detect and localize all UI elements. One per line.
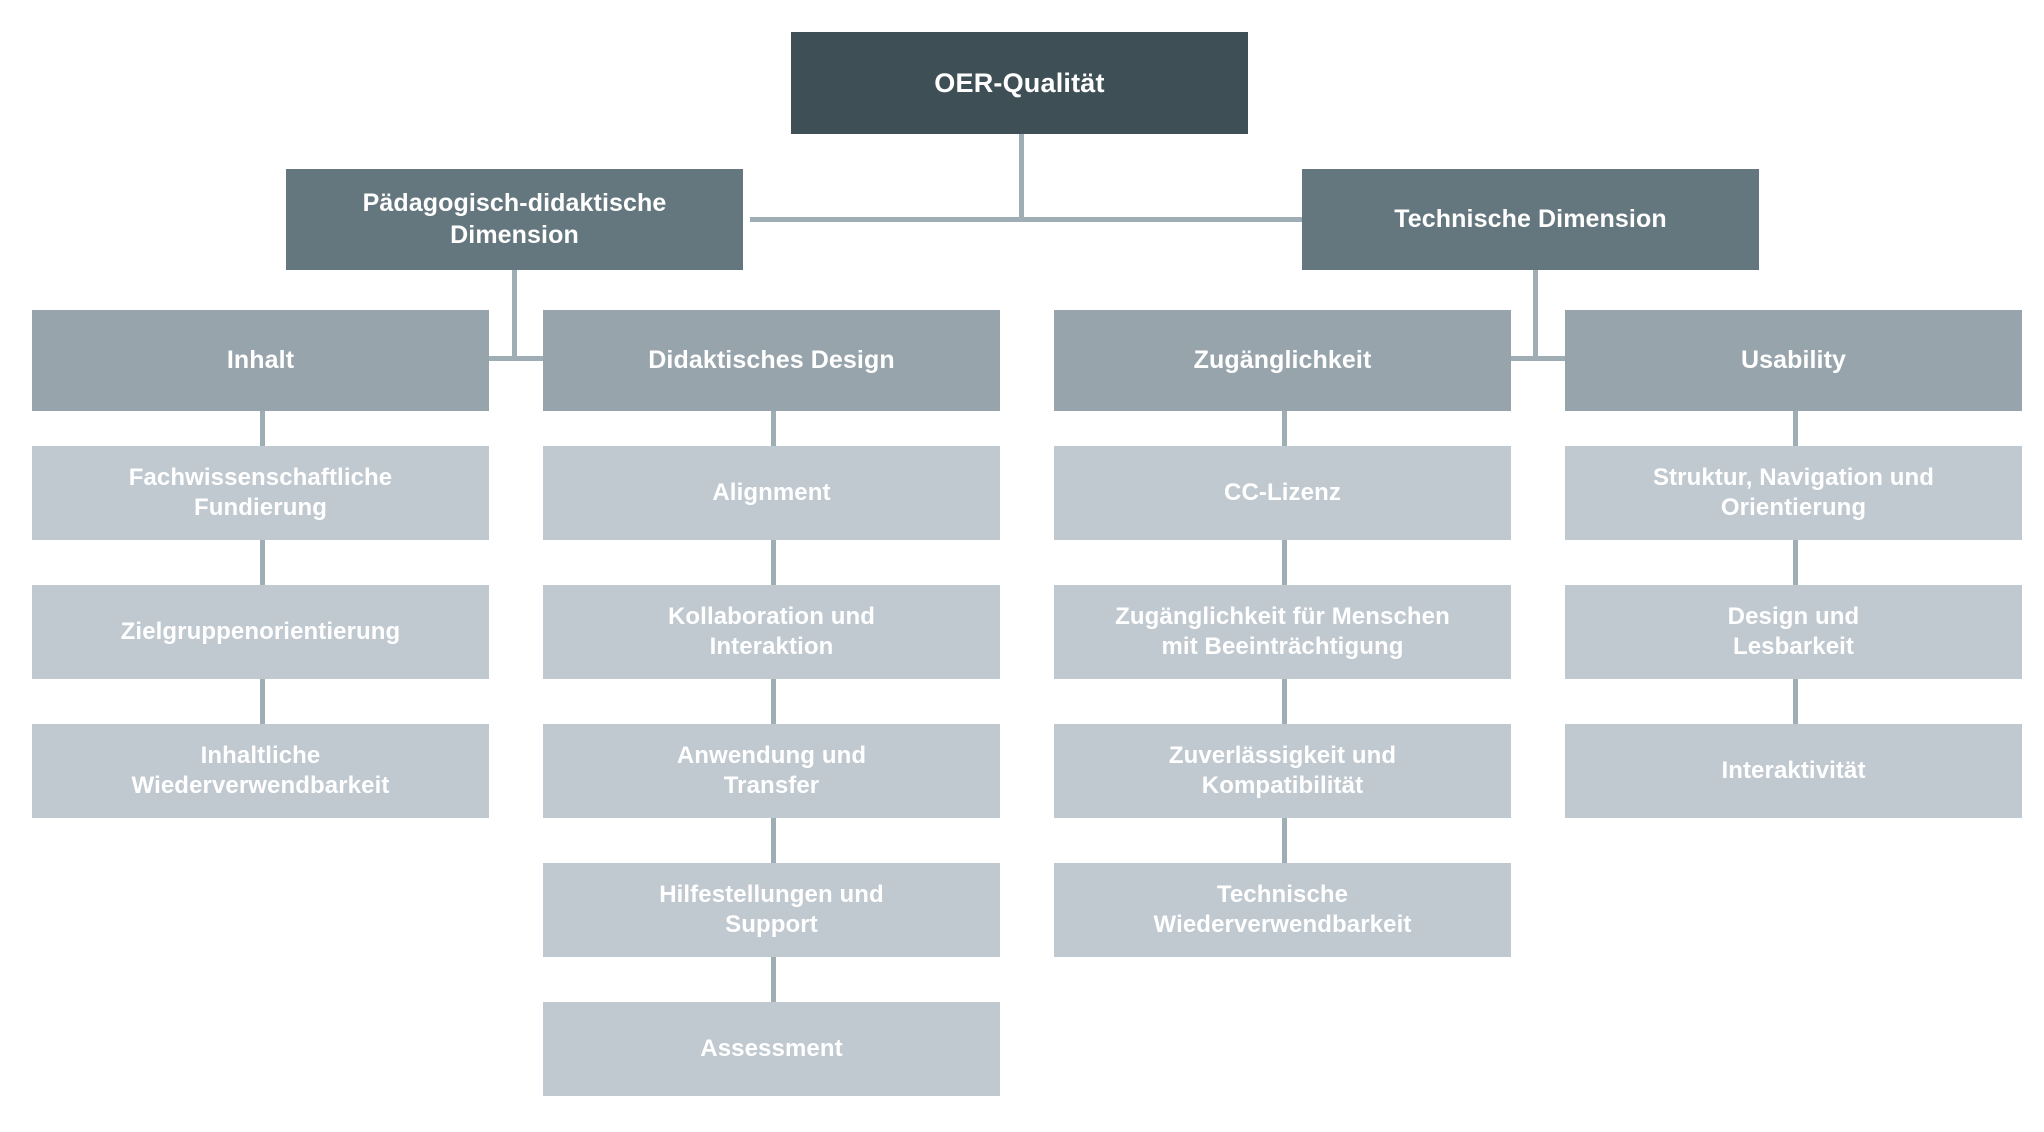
node-criterion-assessment[interactable]: Assessment bbox=[543, 1002, 1000, 1096]
node-label: Struktur, Navigation und Orientierung bbox=[1652, 463, 1935, 521]
node-criterion-zugaenglichkeit-beeintraechtigung[interactable]: Zugänglichkeit für Menschen mit Beeinträ… bbox=[1054, 585, 1511, 679]
connector-pedagogical-down bbox=[512, 270, 517, 359]
node-label: Kollaboration und Interaktion bbox=[667, 602, 875, 660]
node-criterion-hilfestellungen-und-support[interactable]: Hilfestellungen und Support bbox=[543, 863, 1000, 957]
node-label: Pädagogisch-didaktische Dimension bbox=[362, 189, 667, 249]
node-label: Technische Dimension bbox=[1394, 204, 1667, 233]
node-criterion-zuverlaessigkeit-und-kompatibilitaet[interactable]: Zuverlässigkeit und Kompatibilität bbox=[1054, 724, 1511, 818]
node-label: Alignment bbox=[712, 478, 831, 506]
node-label: Didaktisches Design bbox=[648, 345, 895, 374]
node-root-oer-qualitaet[interactable]: OER-Qualität bbox=[791, 32, 1248, 134]
node-criterion-struktur-navigation-orientierung[interactable]: Struktur, Navigation und Orientierung bbox=[1565, 446, 2022, 540]
connector-didaktik-4 bbox=[771, 815, 776, 866]
node-criterion-cc-lizenz[interactable]: CC-Lizenz bbox=[1054, 446, 1511, 540]
node-criterion-anwendung-und-transfer[interactable]: Anwendung und Transfer bbox=[543, 724, 1000, 818]
node-criterion-inhaltliche-wiederverwendbarkeit[interactable]: Inhaltliche Wiederverwendbarkeit bbox=[32, 724, 489, 818]
connector-technical-down bbox=[1533, 270, 1538, 359]
connector-technical-bus bbox=[1283, 356, 1783, 361]
connector-pedagogical-bus bbox=[262, 356, 762, 361]
connector-didaktik-2 bbox=[771, 537, 776, 588]
node-criterion-kollaboration-und-interaktion[interactable]: Kollaboration und Interaktion bbox=[543, 585, 1000, 679]
node-criterion-alignment[interactable]: Alignment bbox=[543, 446, 1000, 540]
connector-didaktik-5 bbox=[771, 954, 776, 1005]
connector-didaktik-3 bbox=[771, 676, 776, 727]
connector-dimension-bus bbox=[750, 217, 1308, 222]
node-criterion-design-und-lesbarkeit[interactable]: Design und Lesbarkeit bbox=[1565, 585, 2022, 679]
node-label: Zielgruppenorientierung bbox=[120, 617, 401, 645]
node-category-zugaenglichkeit[interactable]: Zugänglichkeit bbox=[1054, 310, 1511, 411]
node-dimension-paedagogisch-didaktisch[interactable]: Pädagogisch-didaktische Dimension bbox=[286, 169, 743, 270]
node-criterion-zielgruppenorientierung[interactable]: Zielgruppenorientierung bbox=[32, 585, 489, 679]
node-label: CC-Lizenz bbox=[1224, 478, 1341, 506]
node-dimension-technisch[interactable]: Technische Dimension bbox=[1302, 169, 1759, 270]
connector-zugaenglichkeit-4 bbox=[1282, 815, 1287, 866]
connector-root-down bbox=[1019, 134, 1024, 220]
node-label: Interaktivität bbox=[1721, 756, 1866, 784]
node-label: Zuverlässigkeit und Kompatibilität bbox=[1168, 741, 1397, 799]
connector-zugaenglichkeit-3 bbox=[1282, 676, 1287, 727]
node-label: Inhalt bbox=[226, 345, 295, 374]
node-label: Fachwissenschaftliche Fundierung bbox=[128, 463, 393, 521]
node-label: Anwendung und Transfer bbox=[676, 741, 867, 799]
connector-inhalt-2 bbox=[260, 537, 265, 588]
connector-usability-2 bbox=[1793, 537, 1798, 588]
node-label: OER-Qualität bbox=[934, 67, 1105, 98]
node-label: Inhaltliche Wiederverwendbarkeit bbox=[131, 741, 390, 799]
node-label: Usability bbox=[1740, 345, 1847, 374]
node-label: Zugänglichkeit bbox=[1193, 345, 1372, 374]
node-criterion-fachwissenschaftliche-fundierung[interactable]: Fachwissenschaftliche Fundierung bbox=[32, 446, 489, 540]
connector-usability-3 bbox=[1793, 676, 1798, 727]
node-criterion-technische-wiederverwendbarkeit[interactable]: Technische Wiederverwendbarkeit bbox=[1054, 863, 1511, 957]
node-criterion-interaktivitaet[interactable]: Interaktivität bbox=[1565, 724, 2022, 818]
connector-inhalt-3 bbox=[260, 676, 265, 727]
node-category-didaktisches-design[interactable]: Didaktisches Design bbox=[543, 310, 1000, 411]
node-label: Assessment bbox=[700, 1034, 843, 1062]
node-category-inhalt[interactable]: Inhalt bbox=[32, 310, 489, 411]
node-label: Zugänglichkeit für Menschen mit Beeinträ… bbox=[1115, 602, 1450, 660]
connector-zugaenglichkeit-2 bbox=[1282, 537, 1287, 588]
node-label: Design und Lesbarkeit bbox=[1727, 602, 1860, 660]
node-label: Technische Wiederverwendbarkeit bbox=[1153, 880, 1412, 938]
node-category-usability[interactable]: Usability bbox=[1565, 310, 2022, 411]
node-label: Hilfestellungen und Support bbox=[659, 880, 884, 938]
